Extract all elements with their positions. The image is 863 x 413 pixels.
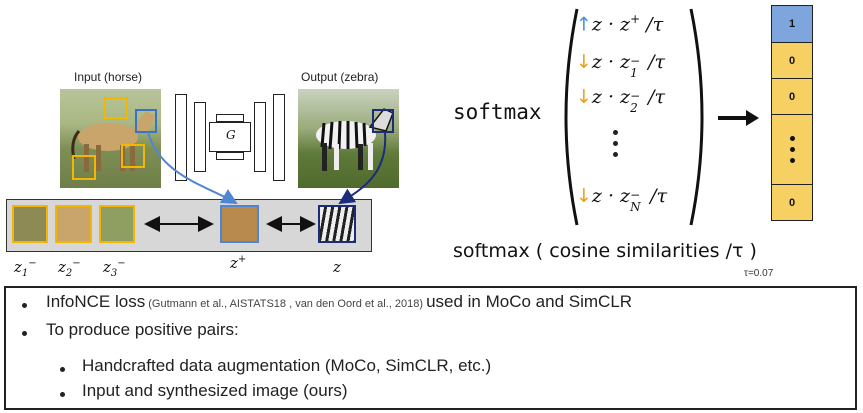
cosine-caption: softmax ( cosine similarities /τ ) [453, 240, 757, 262]
arrow-down-icon: ↓ [576, 185, 592, 207]
patch-query-box [372, 109, 394, 133]
vector-cell-positive: 1 [771, 5, 813, 43]
neg-label-1: z1− [14, 258, 37, 279]
patch-pos-box [135, 109, 157, 133]
bottleneck-box [209, 122, 251, 152]
pos-curve [147, 131, 238, 205]
tau-value: τ=0.07 [744, 268, 774, 279]
neg-label-3: z3− [103, 258, 126, 279]
pos-label: z+ [230, 254, 247, 272]
softmax-word: softmax [453, 100, 542, 124]
bullet-1: InfoNCE loss (Gutmann et al., AISTATS18 … [46, 292, 633, 311]
formula-parentheses [564, 8, 704, 226]
arrow-up-icon: ↑ [576, 13, 592, 36]
bullet-box [4, 286, 857, 410]
patch-neg-3-box [121, 144, 145, 168]
patch-neg-1-box [72, 155, 96, 180]
query-label: z [333, 258, 341, 276]
input-horse-image [60, 89, 161, 188]
neg-patch-1 [12, 205, 48, 243]
generator-label: G [226, 128, 236, 142]
output-zebra-image [298, 89, 399, 188]
patch-neg-2-box [104, 97, 128, 119]
neg-label-2: z2− [58, 258, 81, 279]
input-label: Input (horse) [74, 70, 143, 84]
vector-cell-neg-2: 0 [771, 79, 813, 115]
bottleneck-bottom [216, 152, 244, 160]
vector-cell-neg-n: 0 [771, 185, 813, 221]
formula-row-neg-2: ↓z · z−2 /τ [576, 86, 666, 115]
neg-patch-3 [99, 205, 135, 243]
vector-cell-neg-1: 0 [771, 43, 813, 79]
pos-patch [220, 205, 259, 243]
encoder-layer-2 [194, 102, 206, 172]
encoder-layer-1 [175, 94, 187, 181]
output-label: Output (zebra) [301, 70, 379, 84]
bullet-dot-1 [22, 303, 27, 308]
left-connectors [144, 131, 387, 232]
neg-patch-2 [55, 205, 92, 243]
bullet-4: Input and synthesized image (ours) [82, 381, 348, 400]
query-patch [318, 205, 356, 243]
zebra-illustration [316, 108, 394, 171]
formula-row-pos: ↑z · z+ /τ [576, 12, 664, 36]
bullet-3: Handcrafted data augmentation (MoCo, Sim… [82, 356, 492, 375]
decoder-layer-2 [273, 94, 285, 181]
query-curve [338, 132, 387, 205]
bullet-dot-2 [22, 331, 27, 336]
arrow-down-icon: ↓ [576, 86, 592, 108]
to-output-arrow [718, 110, 759, 126]
bullet-dot-4 [60, 392, 65, 397]
vector-cell-ellipsis [771, 115, 813, 185]
bottleneck-top [216, 114, 244, 122]
bullet-2: To produce positive pairs: [46, 320, 239, 339]
formula-row-neg-n: ↓z · z−N /τ [576, 185, 668, 214]
decoder-layer-1 [254, 102, 266, 172]
arrow-down-icon: ↓ [576, 51, 592, 73]
formula-row-neg-1: ↓z · z−1 /τ [576, 51, 666, 80]
bullet-dot-3 [60, 367, 65, 372]
